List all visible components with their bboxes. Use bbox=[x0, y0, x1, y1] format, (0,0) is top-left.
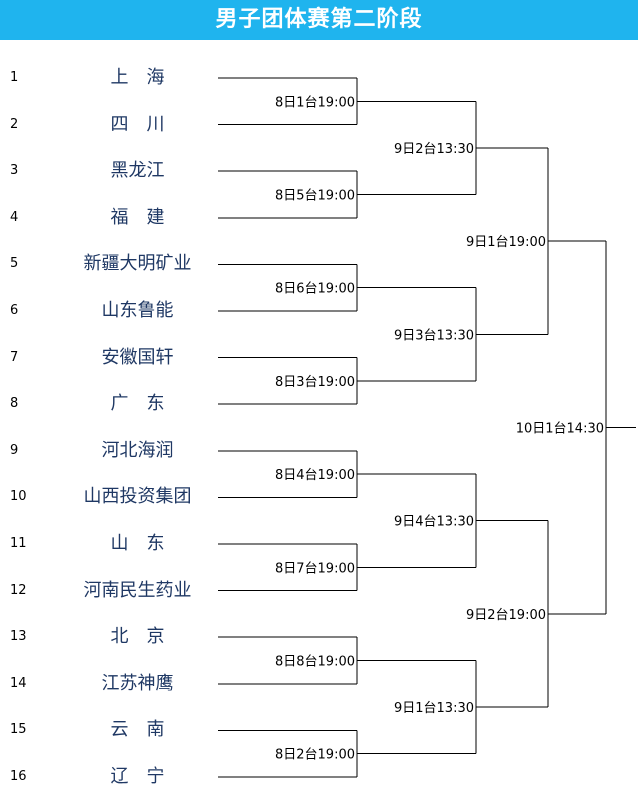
row-number: 16 bbox=[10, 769, 27, 784]
row-number: 2 bbox=[10, 116, 19, 132]
row-number: 9 bbox=[10, 442, 19, 458]
match-label: 10日1台14:30 bbox=[516, 422, 604, 437]
team-name: 上 海 bbox=[110, 67, 165, 88]
team-name: 四 川 bbox=[110, 113, 165, 135]
team-name: 广 东 bbox=[110, 393, 165, 415]
team-name: 安徽国轩 bbox=[101, 346, 174, 368]
row-number: 14 bbox=[10, 675, 27, 691]
row-number: 1 bbox=[10, 70, 19, 85]
match-label: 9日2台19:00 bbox=[466, 608, 546, 623]
title-bar: 男子团体赛第二阶段 bbox=[0, 0, 638, 40]
row-number: 12 bbox=[10, 582, 27, 598]
match-label: 8日7台19:00 bbox=[275, 561, 355, 576]
row-number: 7 bbox=[10, 349, 19, 365]
team-name: 山东鲁能 bbox=[101, 300, 174, 321]
team-name: 新疆大明矿业 bbox=[83, 253, 192, 275]
page-title: 男子团体赛第二阶段 bbox=[215, 7, 423, 32]
match-label: 9日3台13:30 bbox=[394, 328, 474, 343]
match-label: 9日2台13:30 bbox=[394, 142, 474, 157]
team-name: 北 京 bbox=[110, 626, 165, 648]
row-number: 11 bbox=[10, 536, 27, 551]
team-name: 江苏神鹰 bbox=[101, 672, 174, 694]
team-name: 河北海润 bbox=[101, 439, 174, 461]
match-label: 9日1台19:00 bbox=[466, 235, 546, 250]
match-label: 8日1台19:00 bbox=[275, 95, 355, 110]
row-number: 5 bbox=[10, 256, 19, 272]
team-name: 河南民生药业 bbox=[83, 579, 192, 601]
match-label: 8日6台19:00 bbox=[275, 282, 355, 297]
team-name: 山西投资集团 bbox=[83, 486, 192, 508]
row-number: 10 bbox=[10, 489, 27, 505]
row-number: 4 bbox=[10, 209, 19, 225]
match-label: 8日8台19:00 bbox=[275, 655, 355, 670]
match-label: 9日4台13:30 bbox=[394, 515, 474, 530]
match-label: 8日2台19:00 bbox=[275, 748, 355, 763]
team-name: 云 南 bbox=[110, 719, 165, 741]
row-number: 15 bbox=[10, 722, 27, 738]
match-label: 8日3台19:00 bbox=[275, 375, 355, 390]
team-name: 黑龙江 bbox=[110, 160, 165, 182]
row-number: 3 bbox=[10, 163, 19, 179]
match-label: 9日1台13:30 bbox=[394, 701, 474, 716]
row-number: 6 bbox=[10, 303, 19, 318]
row-number: 13 bbox=[10, 629, 27, 645]
team-name: 辽 宁 bbox=[110, 766, 165, 787]
team-name: 山 东 bbox=[110, 533, 165, 554]
row-number: 8 bbox=[10, 396, 19, 412]
match-label: 8日5台19:00 bbox=[275, 189, 355, 204]
team-name: 福 建 bbox=[110, 206, 165, 228]
match-label: 8日4台19:00 bbox=[275, 468, 355, 483]
